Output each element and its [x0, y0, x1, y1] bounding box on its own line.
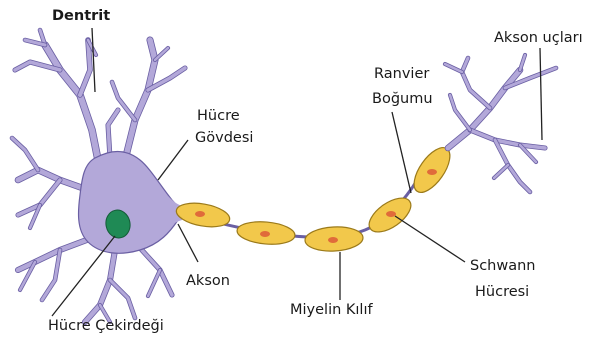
label-axon-terminals: Akson uçları — [494, 30, 583, 46]
branch — [80, 40, 90, 95]
branch — [108, 110, 118, 158]
label-cell-body-1: Hücre — [197, 108, 240, 124]
schwann-nucleus — [195, 211, 205, 217]
label-nucleus: Hücre Çekirdeği — [48, 318, 164, 334]
schwann-nucleus — [328, 237, 338, 243]
schwann-nucleus — [386, 211, 396, 217]
leader-schwann — [395, 216, 465, 262]
cell-body — [78, 152, 179, 254]
leader-cell-body — [158, 140, 188, 180]
schwann-nucleus — [427, 169, 437, 175]
leader-terminals — [540, 48, 542, 140]
label-ranvier-2: Boğumu — [372, 91, 433, 107]
branch — [450, 95, 470, 130]
leader-axon — [178, 224, 198, 262]
schwann-nucleus — [260, 231, 270, 237]
label-schwann-2: Hücresi — [475, 284, 529, 300]
branch — [494, 165, 508, 178]
label-schwann-1: Schwann — [470, 258, 536, 274]
branch — [148, 270, 160, 296]
label-dendrite: Dentrit — [52, 8, 110, 24]
branch — [470, 130, 545, 148]
leader-ranvier — [392, 112, 411, 193]
branch — [462, 58, 490, 108]
branch — [18, 238, 92, 270]
branch — [140, 248, 172, 295]
leader-dendrite — [92, 28, 95, 92]
axon-terminals — [445, 55, 556, 192]
myelin-sheath — [175, 142, 457, 253]
label-cell-body-2: Gövdesi — [195, 130, 253, 146]
label-myelin: Miyelin Kılıf — [290, 302, 373, 318]
label-axon: Akson — [186, 273, 230, 289]
branch — [445, 64, 462, 72]
label-ranvier-1: Ranvier — [374, 66, 429, 82]
branch-outline — [85, 250, 115, 322]
